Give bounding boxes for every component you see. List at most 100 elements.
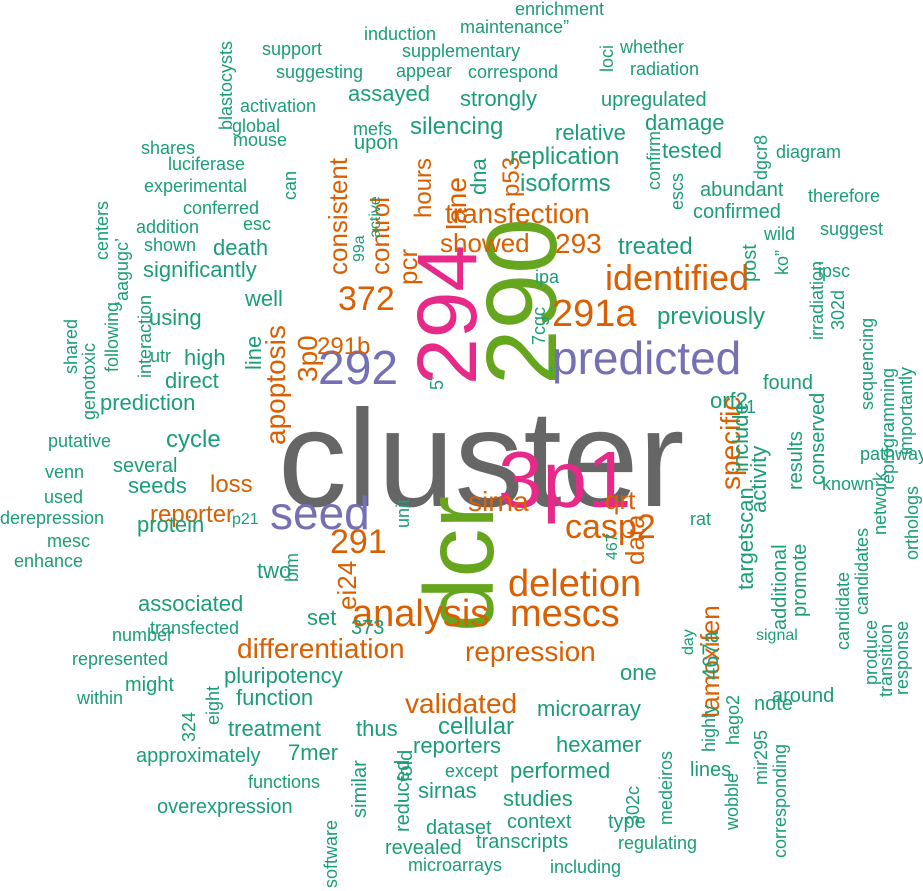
- word-performed: performed: [510, 758, 611, 783]
- word-maintenance: maintenance”: [460, 17, 570, 37]
- word-putative: putative: [48, 431, 112, 451]
- word-casp2: casp2: [565, 508, 656, 546]
- word-unit: unit: [393, 498, 413, 528]
- word-differentiation: differentiation: [237, 633, 405, 664]
- word-291: 291: [330, 523, 387, 561]
- word-network: network: [870, 471, 890, 535]
- word-blastocysts: blastocysts: [216, 40, 236, 130]
- word-might: might: [125, 674, 174, 696]
- word-death: death: [213, 235, 269, 260]
- word-302c: 302c: [623, 785, 643, 825]
- word-function: function: [236, 685, 314, 710]
- word-3p1: 3p1: [498, 435, 632, 524]
- word-validated: validated: [405, 688, 518, 719]
- word-ipa: ipa: [535, 267, 560, 287]
- word-high: high: [184, 345, 226, 370]
- word-several: several: [113, 455, 178, 477]
- word-ei24: ei24: [332, 560, 362, 610]
- word-studies: studies: [503, 786, 573, 811]
- word-aagugc: ‘aagugc’: [112, 237, 132, 305]
- word-luciferase: luciferase: [168, 154, 246, 174]
- word-two: two: [257, 558, 292, 583]
- word-loci: loci: [597, 44, 617, 72]
- word-damage: damage: [645, 110, 725, 135]
- word-radiation: radiation: [630, 59, 700, 79]
- word-associated: associated: [138, 591, 244, 616]
- word-1: –1: [736, 397, 757, 417]
- word-abundant: abundant: [700, 179, 784, 201]
- word-importantly: importantly: [896, 366, 916, 455]
- word-following: following: [102, 301, 122, 372]
- word-overexpression: overexpression: [157, 796, 293, 818]
- word-pathway: pathway: [860, 444, 923, 464]
- word-suggest: suggest: [820, 219, 884, 239]
- word-response: response: [892, 620, 912, 695]
- word-strongly: strongly: [460, 86, 538, 111]
- word-additional: additional: [769, 544, 791, 630]
- word-cellular: cellular: [438, 713, 515, 740]
- word-transfected: transfected: [150, 618, 240, 638]
- word-derepression: derepression: [0, 508, 105, 528]
- word-sequencing: sequencing: [857, 317, 877, 410]
- word-mescs: mescs: [510, 593, 620, 635]
- word-mouse: mouse: [233, 130, 288, 150]
- word-pcr: pcr: [393, 248, 423, 285]
- word-apoptosis: apoptosis: [260, 325, 291, 445]
- word-qrt: qrt: [605, 485, 636, 515]
- word-set: set: [307, 605, 337, 630]
- word-eight: eight: [203, 685, 223, 725]
- word-shares: shares: [141, 138, 196, 158]
- word-reporter: reporter: [150, 501, 235, 528]
- word-line: line: [241, 335, 266, 370]
- word-suggesting: suggesting: [276, 62, 364, 82]
- word-292: 292: [318, 342, 399, 395]
- word-assayed: assayed: [348, 81, 430, 106]
- word-used: used: [44, 487, 84, 507]
- word-functions: functions: [248, 772, 321, 792]
- word-similar: similar: [349, 760, 371, 818]
- word-genotoxic: genotoxic: [79, 342, 99, 420]
- word-results: results: [785, 431, 807, 490]
- word-302d: 302d: [828, 289, 848, 330]
- word-tested: tested: [662, 138, 722, 163]
- word-note: note: [754, 693, 793, 715]
- word-identified: identified: [605, 257, 750, 298]
- word-therefore: therefore: [808, 186, 881, 206]
- word-including: including: [550, 857, 622, 877]
- word-372: 372: [338, 280, 395, 318]
- word-except: except: [445, 761, 499, 781]
- word-esc: esc: [243, 214, 272, 234]
- word-predicted: predicted: [552, 332, 742, 384]
- word-373: 373: [351, 617, 385, 639]
- word-consistent: consistent: [323, 157, 353, 275]
- word-ipsc: ipsc: [818, 261, 851, 281]
- word-number: number: [112, 625, 174, 645]
- word-revealed: revealed: [385, 837, 462, 859]
- word-291a: 291a: [552, 293, 637, 335]
- word-escs: escs: [667, 172, 687, 210]
- word-conserved: conserved: [807, 392, 829, 485]
- word-mesc: mesc: [47, 531, 91, 551]
- word-enrichment: enrichment: [515, 0, 605, 19]
- word-diagram: diagram: [776, 142, 842, 162]
- word-wobble: wobble: [722, 772, 742, 830]
- word-one: one: [620, 660, 657, 685]
- word-targetscan: targetscan: [733, 487, 758, 590]
- word-isoforms: isoforms: [520, 170, 611, 197]
- word-seed: seed: [270, 487, 370, 539]
- word-active: active: [367, 196, 384, 238]
- word-99a: 99a: [351, 235, 368, 262]
- word-context: context: [507, 811, 572, 833]
- word-direct: direct: [165, 368, 219, 393]
- word-global: global: [232, 116, 281, 136]
- word-candidates: candidates: [852, 527, 872, 615]
- word-venn: venn: [45, 462, 85, 482]
- word-pluripotency: pluripotency: [224, 663, 343, 688]
- word-support: support: [262, 39, 323, 59]
- word-addition: addition: [136, 217, 200, 237]
- word-orf2: orf2: [710, 388, 748, 413]
- word-signal: signal: [756, 627, 798, 644]
- word-291b: 291b: [317, 333, 371, 360]
- word-software: software: [321, 819, 341, 888]
- word-dgcr8: dgcr8: [751, 134, 771, 180]
